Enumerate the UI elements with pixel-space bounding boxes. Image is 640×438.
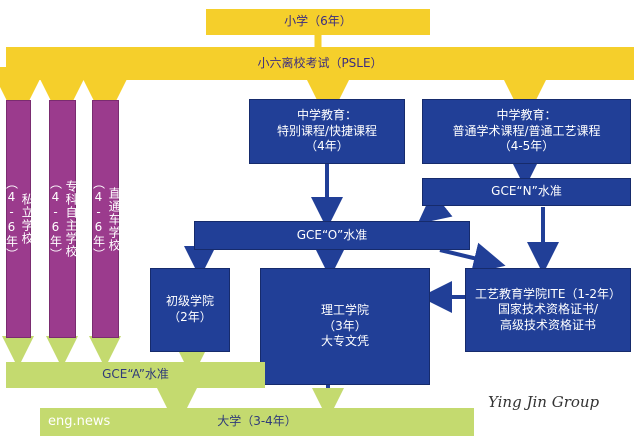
private-school-box: 私立学校 （4-6年）: [4, 100, 35, 338]
secondary-special-express-label: 中学教育： 特别课程/快捷课程 （4年）: [276, 108, 378, 154]
specialized-independent-school-label: 专科自主学校 （4-6年）: [48, 177, 79, 261]
secondary-normal-label: 中学教育： 普通学术课程/普通工艺课程 （4-5年）: [452, 108, 601, 154]
junior-college-label: 初级学院 （2年）: [165, 294, 214, 324]
gce-a-level-bar: GCE“A”水准: [6, 362, 265, 388]
private-school-label: 私立学校 （4-6年）: [4, 177, 35, 261]
ite-box: 工艺教育学院ITE（1-2年） 国家技术资格证书/ 高级技术资格证书: [465, 268, 631, 352]
watermark-right: Ying Jin Group: [488, 393, 600, 411]
primary-school-box: 小学（6年）: [206, 9, 430, 35]
junior-college-box: 初级学院 （2年）: [150, 268, 230, 352]
ite-label: 工艺教育学院ITE（1-2年） 国家技术资格证书/ 高级技术资格证书: [474, 286, 622, 332]
secondary-special-express-box: 中学教育： 特别课程/快捷课程 （4年）: [249, 99, 405, 164]
through-train-school-box: 直通车学校 （4-6年）: [91, 100, 122, 338]
polytechnic-box: 理工学院 （3年） 大专文凭: [260, 268, 430, 385]
polytechnic-label: 理工学院 （3年） 大专文凭: [320, 303, 369, 349]
gce-n-level-box: GCE“N”水准: [422, 178, 631, 206]
university-label: 大学（3-4年）: [217, 414, 297, 429]
primary-school-label: 小学（6年）: [284, 14, 352, 29]
gce-o-level-label: GCE“O”水准: [296, 227, 368, 242]
psle-label: 小六离校考试（PSLE）: [257, 55, 383, 70]
gce-o-level-box: GCE“O”水准: [194, 221, 470, 250]
secondary-normal-box: 中学教育： 普通学术课程/普通工艺课程 （4-5年）: [422, 99, 631, 164]
watermark-left: eng.news: [48, 414, 111, 429]
university-bar: 大学（3-4年）: [40, 408, 474, 436]
gce-n-level-label: GCE“N”水准: [491, 184, 562, 199]
through-train-school-label: 直通车学校 （4-6年）: [91, 177, 122, 261]
psle-bar: 小六离校考试（PSLE）: [6, 47, 634, 80]
specialized-independent-school-box: 专科自主学校 （4-6年）: [48, 100, 79, 338]
gce-a-level-label: GCE“A”水准: [102, 367, 169, 382]
